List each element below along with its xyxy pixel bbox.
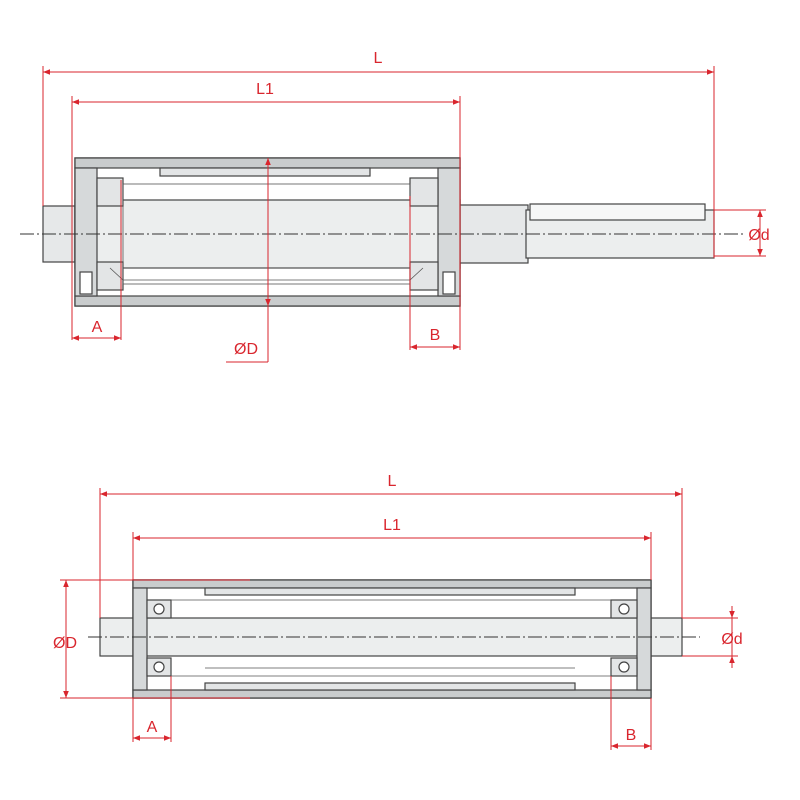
top-D-label: ØD — [234, 341, 258, 358]
top-motor-lines — [109, 267, 424, 281]
bottom-left-ball-bottom — [153, 661, 165, 673]
bottom-right-ball-top — [618, 603, 630, 615]
top-right-bearing-top — [409, 177, 439, 207]
bottom-right-end-cap — [636, 587, 652, 691]
bottom-d-label: Ød — [721, 631, 742, 648]
top-right-seal — [442, 271, 456, 295]
bottom-D-label: ØD — [53, 635, 77, 652]
bottom-roller-view: L L1 ØD Ød A B — [53, 473, 743, 750]
top-left-bearing-top — [96, 177, 124, 207]
bottom-left-ball-top — [153, 603, 165, 615]
top-left-end-cap — [74, 167, 98, 297]
bottom-B-label: B — [626, 727, 637, 744]
bottom-right-ball-bottom — [618, 661, 630, 673]
bottom-internal-lines — [171, 599, 611, 677]
bottom-inner-sleeve-top — [204, 587, 576, 596]
bottom-L-label: L — [388, 473, 397, 490]
top-keyway — [529, 203, 706, 221]
top-B-label: B — [430, 327, 441, 344]
top-A-label: A — [92, 319, 103, 336]
bottom-left-end-cap — [132, 587, 148, 691]
top-L-label: L — [374, 50, 383, 67]
bottom-tube-wall-bottom — [132, 689, 652, 699]
top-left-seal — [79, 271, 93, 295]
top-L1-label: L1 — [256, 81, 274, 98]
bottom-L1-label: L1 — [383, 517, 401, 534]
top-roller-view: L L1 A B ØD Ød — [20, 50, 770, 363]
bottom-A-label: A — [147, 719, 158, 736]
bottom-inner-sleeve-bottom — [204, 682, 576, 691]
bottom-tube-wall-top — [132, 579, 652, 589]
top-d-label: Ød — [748, 227, 769, 244]
top-inner-sleeve — [159, 167, 371, 177]
